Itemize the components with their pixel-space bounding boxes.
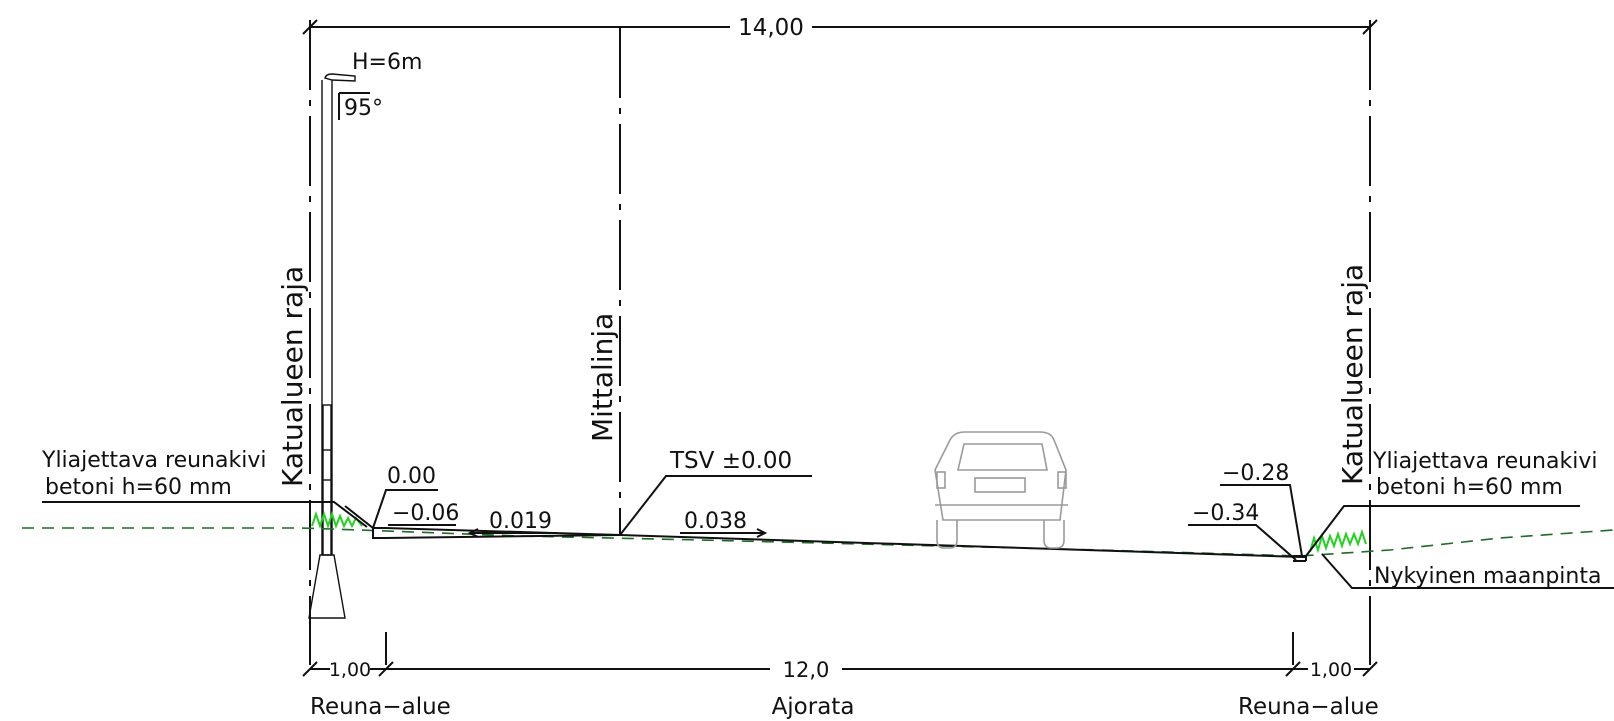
lamp-angle-label: 95° <box>344 96 383 121</box>
left-curb-label-2: betoni h=60 mm <box>45 475 232 500</box>
left-elevation-annotations: 0.00 −0.06 <box>372 464 459 529</box>
vehicle-rear-view <box>934 431 1068 549</box>
left-boundary-label: Katualueen raja <box>276 266 309 487</box>
left-edge-width-label: 1,00 <box>329 659 371 681</box>
right-edge-width-label: 1,00 <box>1310 659 1352 681</box>
right-elevation-annotations: −0.28 −0.34 <box>1188 461 1303 561</box>
right-bottom-elevation: −0.34 <box>1192 501 1259 526</box>
existing-ground-annotation: Nykyinen maanpinta <box>1321 553 1614 589</box>
left-slope-annotation: 0.019 <box>467 509 557 538</box>
right-curb-label-2: betoni h=60 mm <box>1376 475 1563 500</box>
left-zone-label: Reuna−alue <box>310 694 451 720</box>
lamp-foundation <box>308 554 346 619</box>
right-grass <box>1309 528 1367 554</box>
left-slope-label: 0.019 <box>489 509 552 534</box>
right-slope-annotation: 0.038 <box>680 509 768 538</box>
left-curb-label-1: Yliajettava reunakivi <box>41 448 266 473</box>
existing-ground-label: Nykyinen maanpinta <box>1374 564 1601 589</box>
right-curb-annotation: Yliajettava reunakivi betoni h=60 mm <box>1305 449 1597 557</box>
lamp-height-label: H=6m <box>352 50 422 75</box>
total-width-label: 14,00 <box>738 15 804 41</box>
right-zone-label: Reuna−alue <box>1238 694 1379 720</box>
center-zone-label: Ajorata <box>772 694 855 720</box>
right-curb-label-1: Yliajettava reunakivi <box>1372 449 1597 474</box>
tsv-annotation: TSV ±0.00 <box>619 448 812 536</box>
lamp-post: H=6m 95° <box>308 50 422 619</box>
road-surface-profile <box>344 505 1307 562</box>
right-boundary-label: Katualueen raja <box>1336 264 1369 485</box>
tsv-label: TSV ±0.00 <box>669 448 792 474</box>
left-bottom-elevation: −0.06 <box>392 501 459 526</box>
right-top-elevation: −0.28 <box>1222 461 1289 486</box>
total-width-dimension: 14,00 <box>302 15 1378 41</box>
left-top-elevation: 0.00 <box>387 464 436 489</box>
existing-ground-line <box>22 527 1614 557</box>
bottom-dimension-chain: 1,00 12,0 1,00 <box>302 632 1378 682</box>
left-curb-annotation: Yliajettava reunakivi betoni h=60 mm <box>41 448 368 528</box>
carriageway-width-label: 12,0 <box>783 658 830 682</box>
left-grass <box>311 510 363 530</box>
centerline-label: Mittalinja <box>586 313 619 442</box>
right-slope-label: 0.038 <box>684 509 747 534</box>
